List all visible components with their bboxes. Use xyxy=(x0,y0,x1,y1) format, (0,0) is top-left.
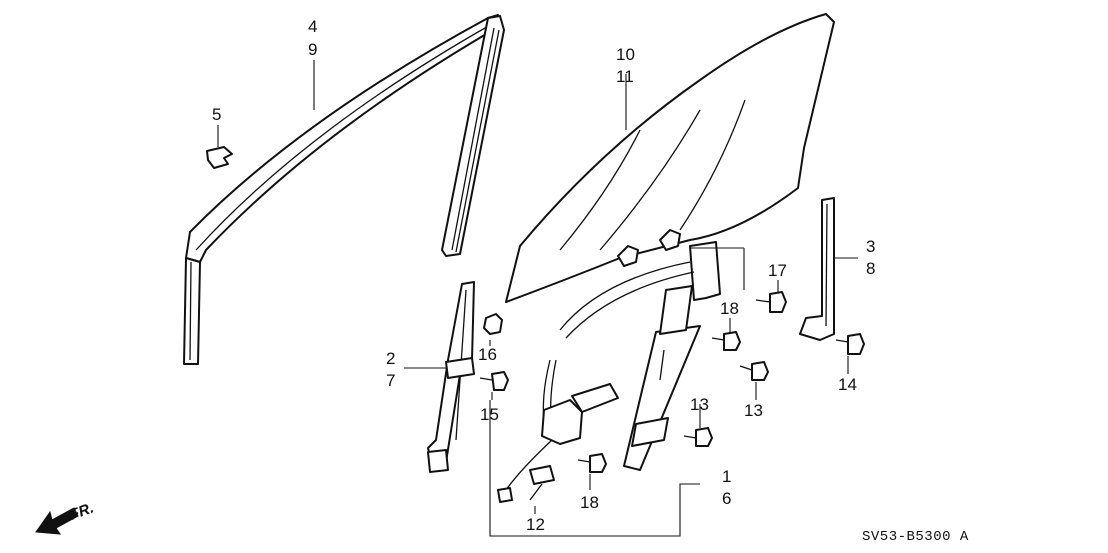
front-channel-part xyxy=(404,281,475,473)
front-direction-label: FR. xyxy=(68,500,97,524)
bolt-13-right xyxy=(739,361,769,381)
callout-15: 15 xyxy=(480,405,499,424)
bolt-18-upper xyxy=(711,331,741,351)
front-direction-indicator: FR. xyxy=(35,500,97,535)
callout-10: 10 xyxy=(616,45,635,64)
callout-18-lower: 18 xyxy=(580,493,599,512)
callout-17: 17 xyxy=(768,261,787,280)
bolt-16 xyxy=(483,313,503,335)
callout-16: 16 xyxy=(478,345,497,364)
leader-lines xyxy=(313,60,849,490)
bolt-17 xyxy=(755,291,787,313)
diagram-code: SV53-B5300 A xyxy=(862,529,969,545)
bolt-15 xyxy=(479,371,509,391)
callout-12: 12 xyxy=(526,515,545,534)
callout-13-right: 13 xyxy=(744,401,763,420)
callout-13-left: 13 xyxy=(690,395,709,414)
sash-molding-part xyxy=(183,14,501,365)
callout-4: 4 xyxy=(308,17,317,36)
bolt-18-lower xyxy=(577,453,607,473)
bolt-14 xyxy=(835,333,865,355)
run-channel-part xyxy=(441,15,505,257)
callout-8: 8 xyxy=(866,259,875,278)
callout-14: 14 xyxy=(838,375,857,394)
callout-labels: 1 6 2 7 3 8 4 9 5 10 11 12 13 13 14 15 1… xyxy=(212,17,875,534)
callout-6: 6 xyxy=(722,489,731,508)
front-arrow-icon xyxy=(35,507,79,535)
callout-7: 7 xyxy=(386,371,395,390)
bolt-13-left xyxy=(683,427,713,447)
callout-11: 11 xyxy=(616,67,634,86)
window-regulator-part xyxy=(489,241,745,537)
callout-18-upper: 18 xyxy=(720,299,739,318)
callout-2: 2 xyxy=(386,349,395,368)
door-glass-part xyxy=(505,13,835,303)
rear-channel-part xyxy=(799,197,858,341)
callout-5: 5 xyxy=(212,105,221,124)
callout-3: 3 xyxy=(866,237,875,256)
callout-9: 9 xyxy=(308,40,317,59)
clip-part xyxy=(206,125,233,169)
callout-1: 1 xyxy=(722,467,731,486)
